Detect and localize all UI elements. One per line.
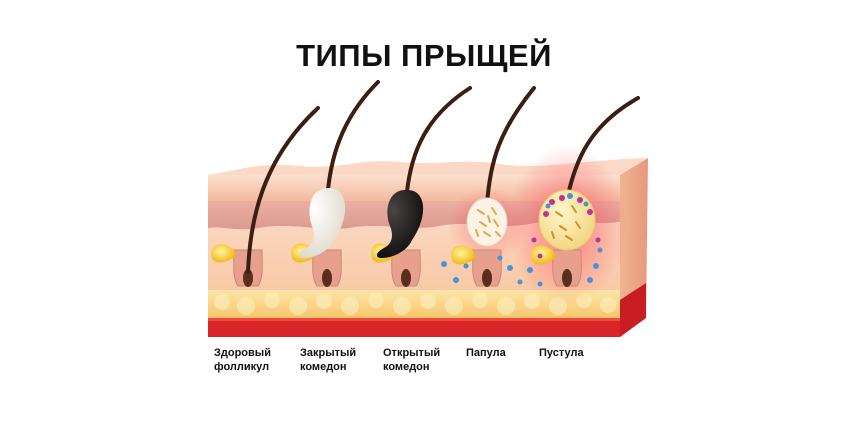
label-papule: Папула [466, 347, 506, 359]
base-layer [208, 318, 620, 337]
diagram-title: ТИПЫ ПРЫЩЕЙ [296, 38, 552, 73]
label-open-comedone: Открытый комедон [383, 347, 441, 373]
hairs [246, 80, 640, 274]
label-healthy-follicle: Здоровый фолликул [214, 347, 271, 373]
hair-roots [243, 269, 572, 287]
open-comedone [376, 190, 424, 258]
pustule [538, 189, 596, 251]
bacteria-dots-pink [531, 237, 601, 259]
label-closed-comedone: Закрытый комедон [300, 347, 357, 373]
closed-comedone [298, 188, 346, 258]
label-pustule: Пустула [539, 347, 584, 359]
papule [466, 197, 508, 247]
bacteria-dots [441, 247, 603, 287]
follicle-bulbs [233, 249, 582, 287]
